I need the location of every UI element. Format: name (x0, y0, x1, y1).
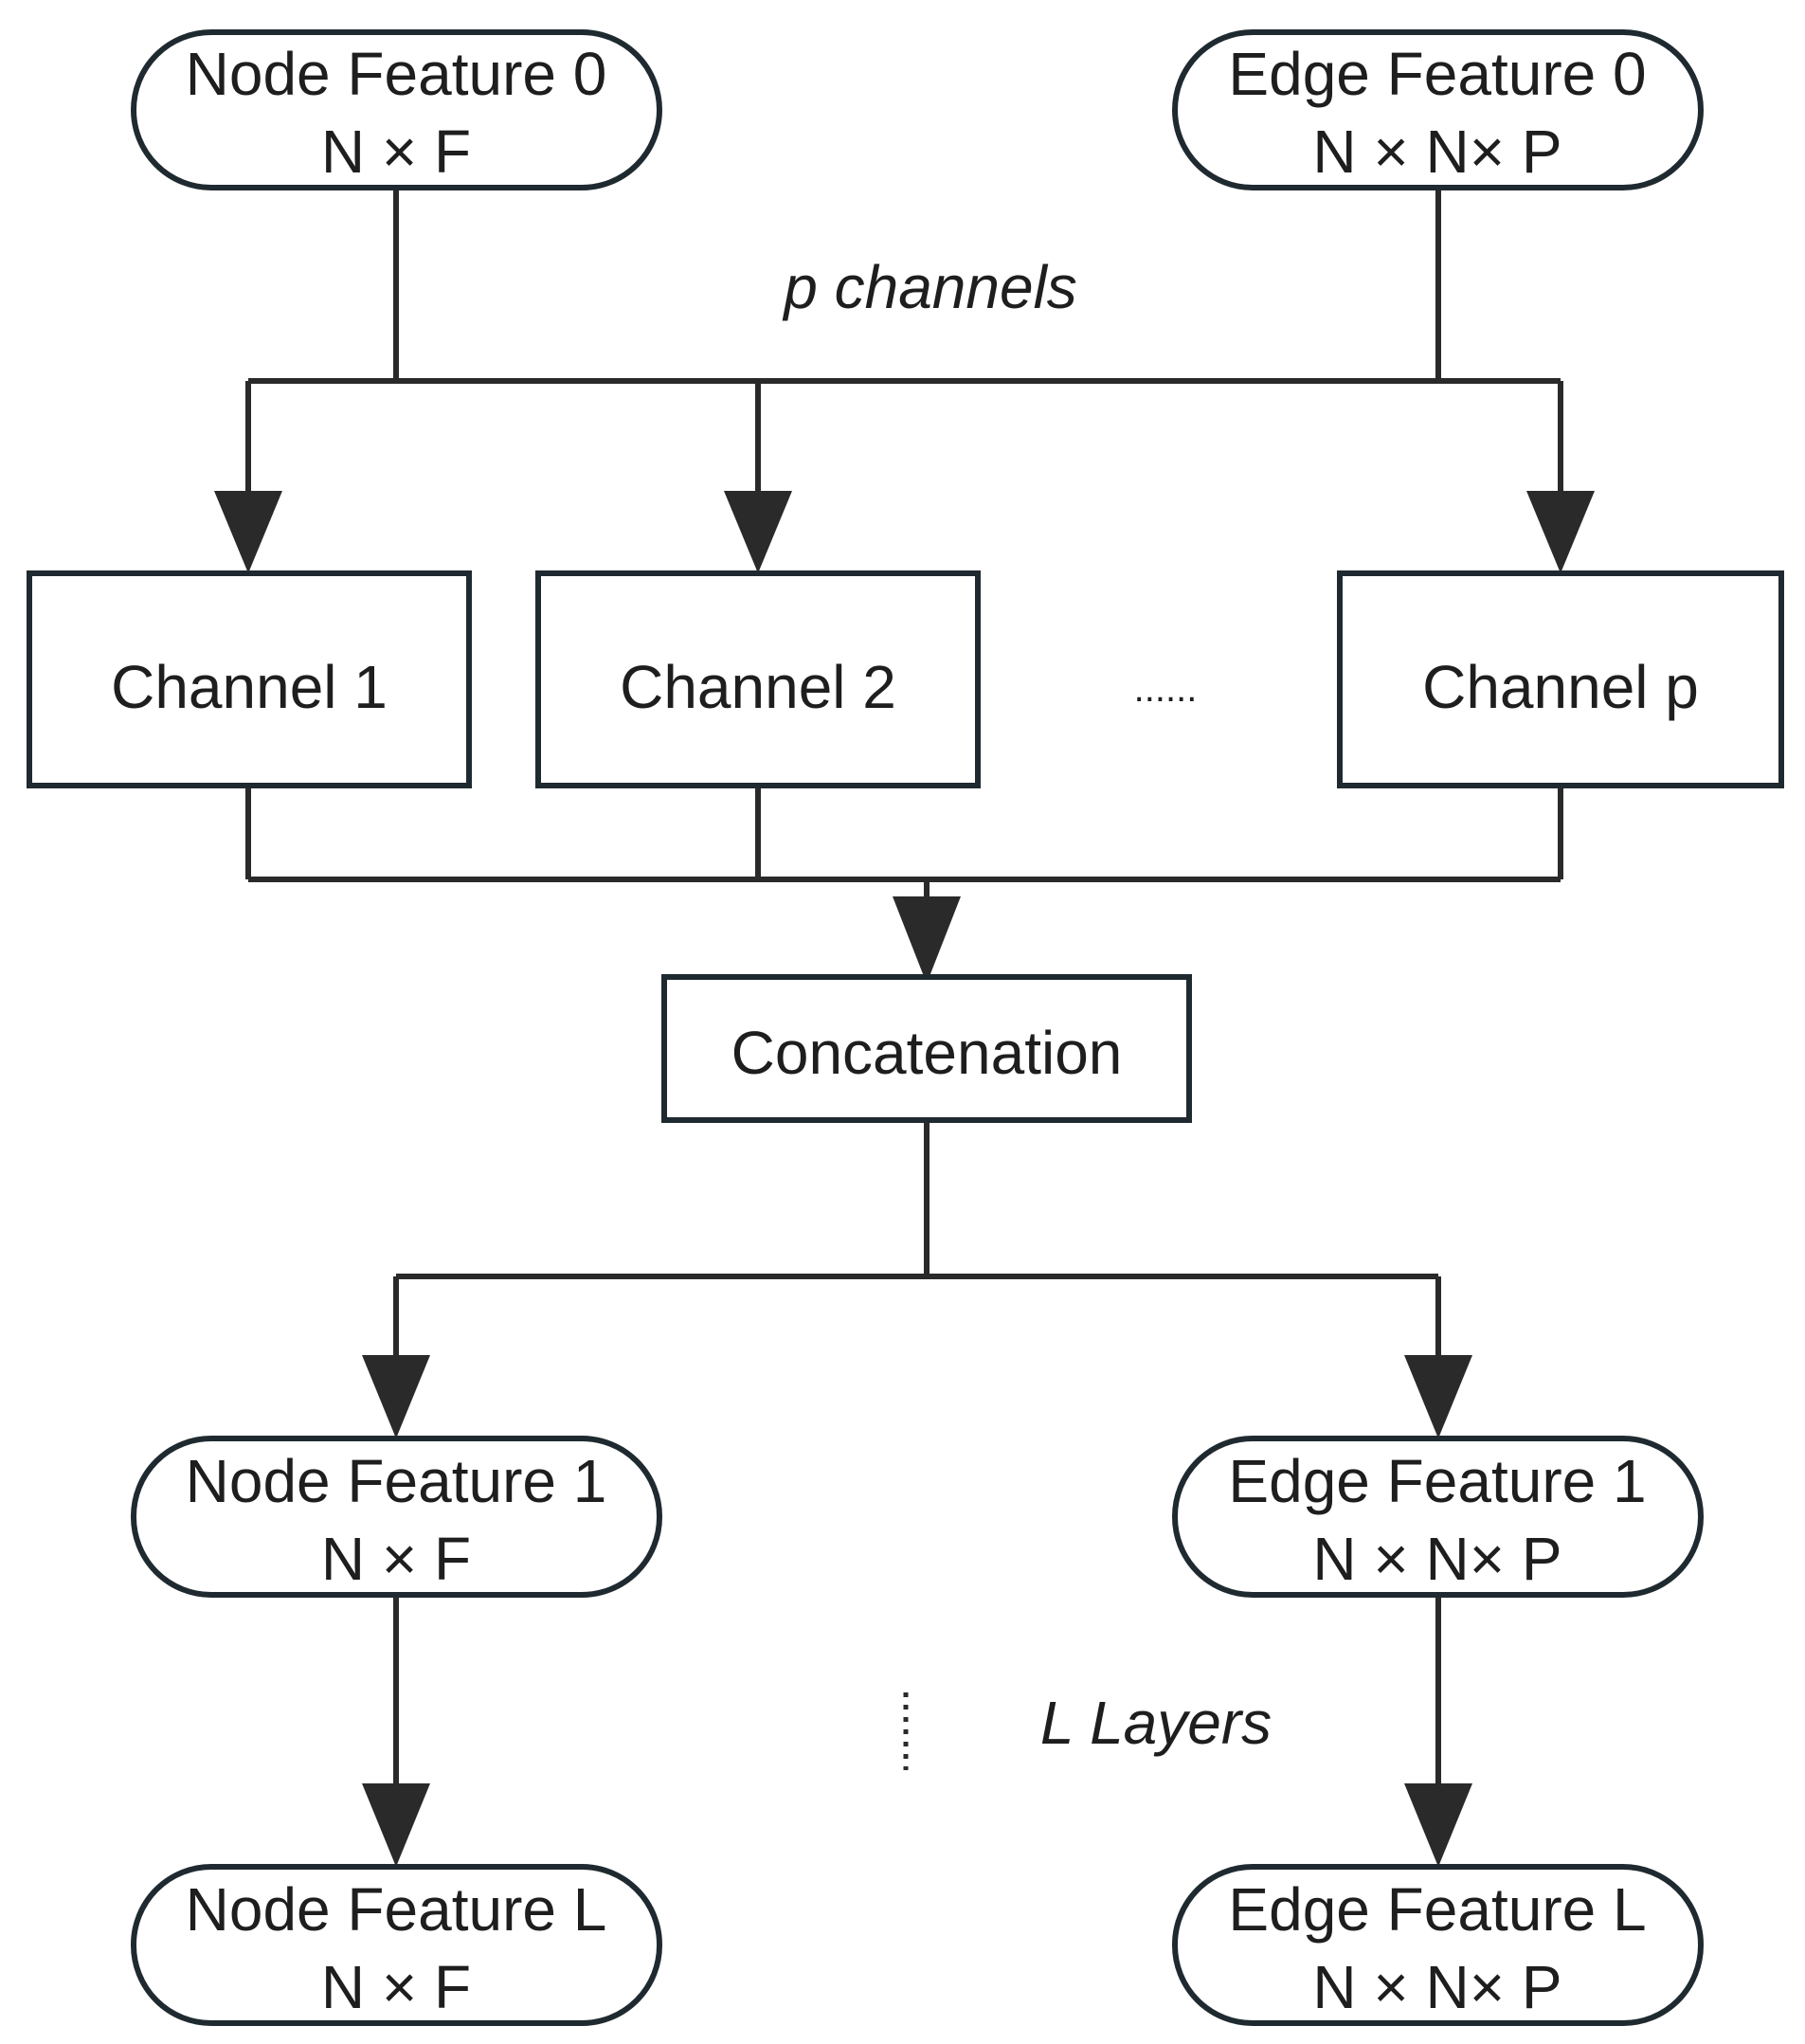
channel-2-label: Channel 2 (620, 653, 896, 721)
concatenation-label: Concatenation (731, 1019, 1123, 1087)
arrowhead-node-feature-L (362, 1783, 430, 1867)
channel-p-box: Channel p (1337, 570, 1784, 788)
arrowheads (214, 491, 1595, 1867)
edge-feature-L: Edge Feature L N × N× P (1172, 1864, 1704, 2026)
edge-feature-L-shape: N × N× P (1312, 1953, 1561, 2021)
edge-feature-1-shape: N × N× P (1312, 1525, 1561, 1593)
arrowhead-node-feature-1 (362, 1355, 430, 1438)
arrowhead-channel-p (1526, 491, 1595, 573)
concatenation-box: Concatenation (661, 974, 1192, 1123)
node-feature-0: Node Feature 0 N × F (131, 29, 662, 190)
channels-label: p channels (782, 253, 1077, 321)
node-feature-1-shape: N × F (321, 1525, 471, 1593)
layers-label: L Layers (1040, 1689, 1272, 1757)
edge-feature-0-shape: N × N× P (1312, 118, 1561, 186)
channel-2-box: Channel 2 (535, 570, 981, 788)
arrowhead-concatenation (893, 896, 961, 984)
node-feature-1: Node Feature 1 N × F (131, 1436, 662, 1598)
node-feature-0-title: Node Feature 0 (186, 40, 607, 108)
edge-feature-1-title: Edge Feature 1 (1228, 1447, 1646, 1515)
arrowhead-edge-feature-L (1404, 1783, 1472, 1867)
node-feature-1-title: Node Feature 1 (186, 1447, 607, 1515)
arrowhead-channel-2 (724, 491, 792, 573)
arrowhead-channel-1 (214, 491, 282, 573)
node-feature-0-shape: N × F (321, 118, 471, 186)
edge-feature-1: Edge Feature 1 N × N× P (1172, 1436, 1704, 1598)
channel-1-box: Channel 1 (27, 570, 472, 788)
node-feature-L-title: Node Feature L (186, 1875, 607, 1944)
channel-p-label: Channel p (1422, 653, 1699, 721)
node-feature-L: Node Feature L N × F (131, 1864, 662, 2026)
channel-1-label: Channel 1 (111, 653, 388, 721)
channel-ellipsis: ...... (1134, 668, 1198, 710)
edge-feature-0-title: Edge Feature 0 (1228, 40, 1646, 108)
edge-feature-0: Edge Feature 0 N × N× P (1172, 29, 1704, 190)
arrowhead-edge-feature-1 (1404, 1355, 1472, 1438)
node-feature-L-shape: N × F (321, 1953, 471, 2021)
edge-feature-L-title: Edge Feature L (1228, 1875, 1646, 1944)
